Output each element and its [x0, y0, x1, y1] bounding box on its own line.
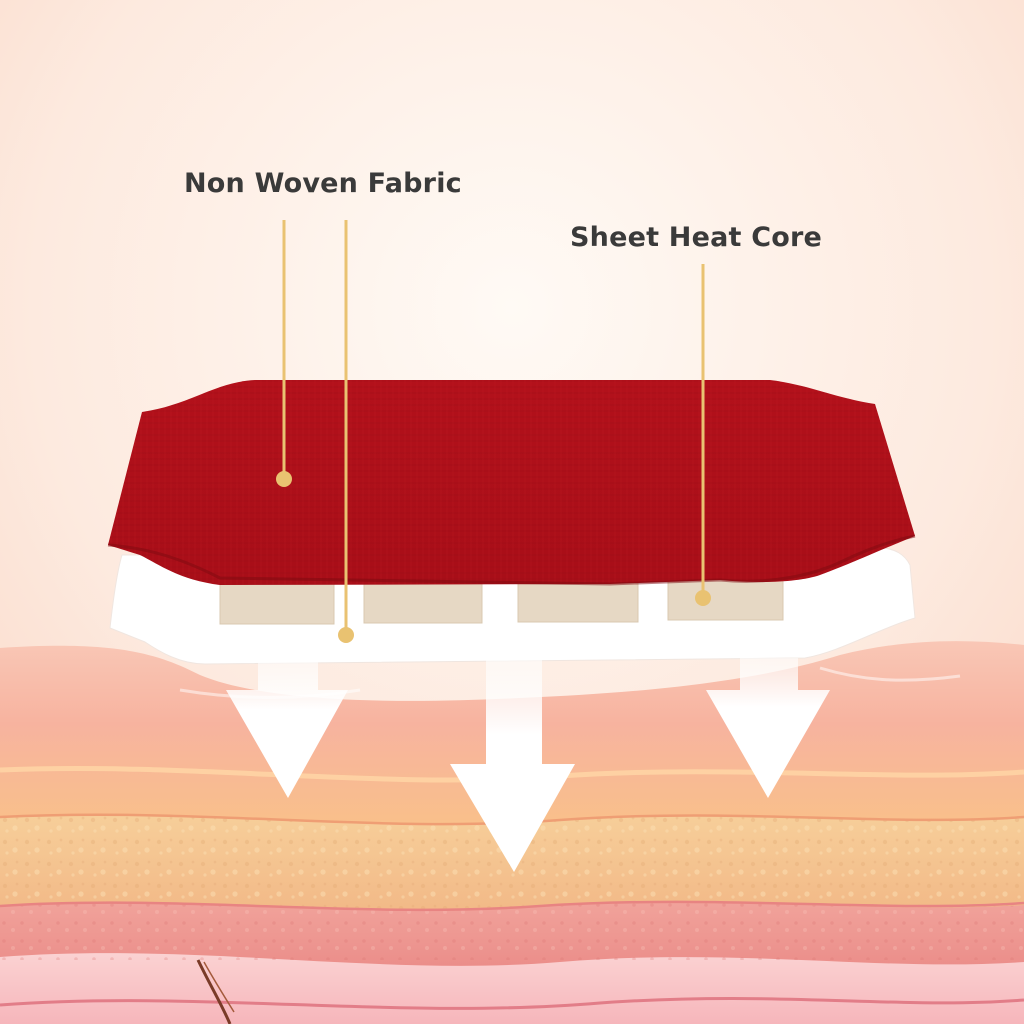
- heat-core: [219, 579, 335, 625]
- leader-dot-fabric: [276, 471, 292, 487]
- leader-lines: [276, 220, 711, 643]
- label-non-woven-fabric: Non Woven Fabric: [184, 168, 462, 199]
- heat-core: [667, 575, 784, 621]
- heat-arrows: [226, 658, 830, 872]
- leader-dot-heat-core: [695, 590, 711, 606]
- skin-deep-line: [0, 996, 1024, 1010]
- leader-dot-fabric-backing: [338, 627, 354, 643]
- heat-arrow-left: [226, 662, 348, 798]
- skin-wave-2: [819, 666, 961, 682]
- skin-dermis-texture: [0, 900, 1024, 960]
- skin-deep-layer: [0, 951, 1024, 1024]
- heat-arrow-center: [450, 660, 575, 872]
- skin-dermis-border: [0, 900, 1024, 912]
- heat-core: [363, 577, 483, 624]
- fabric-fold-shadow: [107, 534, 916, 586]
- skin-fat-border: [0, 813, 1024, 826]
- non-woven-fabric-layer: [107, 380, 916, 586]
- hair-strand: [196, 959, 232, 1024]
- hair-strand-2: [203, 961, 235, 1013]
- label-sheet-heat-core: Sheet Heat Core: [570, 222, 823, 253]
- heat-arrow-right: [706, 658, 830, 798]
